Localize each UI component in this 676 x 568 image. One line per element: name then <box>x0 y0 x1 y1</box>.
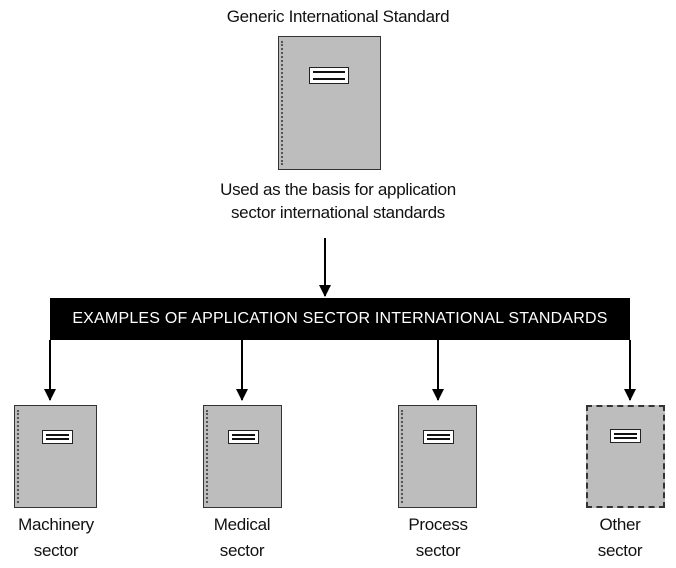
other-sector-label: Other sector <box>564 512 676 564</box>
book-label-plate <box>228 430 259 444</box>
application-sector-banner: EXAMPLES OF APPLICATION SECTOR INTERNATI… <box>50 298 630 340</box>
sector-label-line-2: sector <box>219 541 265 560</box>
book-spine <box>17 410 19 503</box>
arrow-machinery <box>44 340 56 401</box>
generic-standard-title: Generic International Standard <box>226 7 450 26</box>
sector-label-line-1: Other <box>599 515 641 534</box>
arrow-head <box>432 389 444 401</box>
book-label-plate <box>610 429 641 443</box>
sector-label-line-1: Medical <box>213 515 271 534</box>
book-label-plate <box>42 430 73 444</box>
process-sector-label: Process sector <box>382 512 494 564</box>
book-label-plate <box>309 67 349 84</box>
sector-label-line-2: sector <box>33 541 79 560</box>
arrow-other <box>624 340 636 401</box>
arrow-process <box>432 340 444 401</box>
machinery-standard-book-icon <box>14 405 97 508</box>
caption-line-2: sector international standards <box>230 203 446 222</box>
book-spine <box>281 41 283 165</box>
other-standard-book-icon <box>586 405 665 508</box>
book-label-plate <box>423 430 454 444</box>
arrow-head <box>44 389 56 401</box>
process-standard-book-icon <box>398 405 477 508</box>
book-spine <box>206 410 208 503</box>
sector-label-line-1: Process <box>408 515 468 534</box>
arrow-head <box>236 389 248 401</box>
sector-label-line-1: Machinery <box>18 515 94 534</box>
arrow-head <box>624 389 636 401</box>
book-spine <box>401 410 403 503</box>
caption-line-1: Used as the basis for application <box>220 180 456 199</box>
sector-label-line-2: sector <box>597 541 643 560</box>
generic-standard-caption: Used as the basis for application sector… <box>0 178 676 224</box>
medical-sector-label: Medical sector <box>186 512 298 564</box>
medical-standard-book-icon <box>203 405 282 508</box>
arrow-to-banner <box>319 238 331 297</box>
arrow-medical <box>236 340 248 401</box>
sector-label-line-2: sector <box>415 541 461 560</box>
generic-standard-book-icon <box>278 36 381 170</box>
arrow-head <box>319 285 331 297</box>
machinery-sector-label: Machinery sector <box>0 512 112 564</box>
